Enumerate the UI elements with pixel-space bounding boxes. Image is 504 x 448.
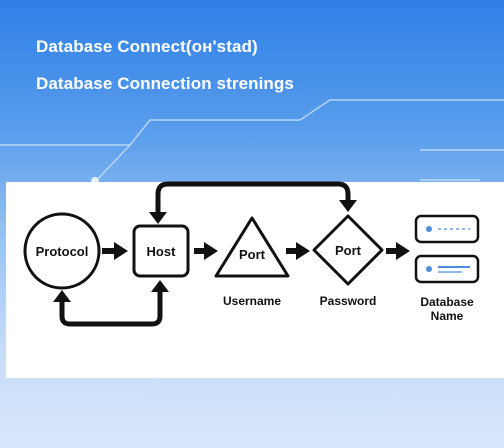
arrow-right-icon	[286, 242, 310, 260]
arrowhead-up	[53, 290, 71, 302]
arrow-right-icon	[194, 242, 218, 260]
page-title: Database Connect(oн'stad)	[36, 37, 258, 56]
arrowhead-down	[339, 200, 357, 212]
port-triangle-label: Port	[239, 247, 265, 262]
arrowhead-down	[149, 212, 167, 224]
password-caption: Password	[319, 294, 377, 308]
loop-arrow-icon	[59, 292, 163, 327]
protocol-label: Protocol	[35, 244, 89, 259]
page-subtitle: Database Connection strenings	[36, 74, 294, 93]
port-diamond-label: Port	[335, 243, 361, 258]
arrowhead-up	[151, 280, 169, 292]
arrow-right-icon	[386, 242, 410, 260]
port-diamond-node	[312, 214, 384, 286]
username-caption: Username	[222, 294, 282, 308]
arrow-right-icon	[102, 242, 128, 260]
loop-arrow-icon	[155, 181, 351, 212]
host-label: Host	[146, 244, 176, 259]
host-node	[132, 224, 190, 278]
database-server-icon	[414, 214, 480, 284]
protocol-node	[23, 212, 101, 290]
database-name-caption: Database Name	[420, 295, 474, 323]
port-triangle-node	[214, 216, 290, 278]
